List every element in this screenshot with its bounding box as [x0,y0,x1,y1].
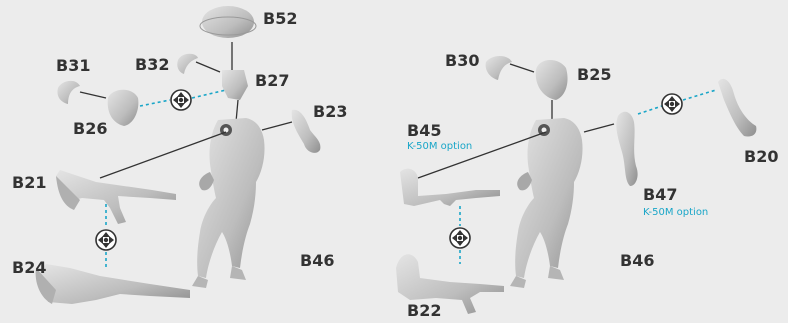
rifle-arm-b22 [396,254,504,314]
label-b23: B23 [313,102,348,121]
label-b30: B30 [445,51,480,70]
swap-option-icon [449,227,471,249]
note-b45-option: K-50M option [407,141,473,152]
label-b25: B25 [577,65,612,84]
rifle-arm-b21 [56,170,176,224]
body-b46-left [192,118,265,288]
rifle-arm-b24 [35,264,190,304]
label-b32: B32 [135,55,170,74]
label-b46-left: B46 [300,251,335,270]
label-b46-right: B46 [620,251,655,270]
swap-option-icon [170,89,192,111]
hat-b52 [202,6,254,38]
swap-option-icon [95,229,117,251]
arm-b47 [616,111,638,186]
note-b47-option: K-50M option [643,207,709,218]
label-b21: B21 [12,173,47,192]
head-b27 [222,70,248,100]
label-b22: B22 [407,301,442,320]
label-b45: B45 [407,121,442,140]
head-b25 [535,59,568,100]
label-b47: B47 [643,185,678,204]
swap-option-icon [661,93,683,115]
arm-b20 [718,78,757,137]
label-b52: B52 [263,9,298,28]
label-b31: B31 [56,56,91,75]
label-b24: B24 [12,258,47,277]
label-b20: B20 [744,147,779,166]
label-b27: B27 [255,71,290,90]
body-b46-right [510,118,583,288]
label-b26: B26 [73,119,108,138]
rifle-arm-b45 [400,168,500,206]
